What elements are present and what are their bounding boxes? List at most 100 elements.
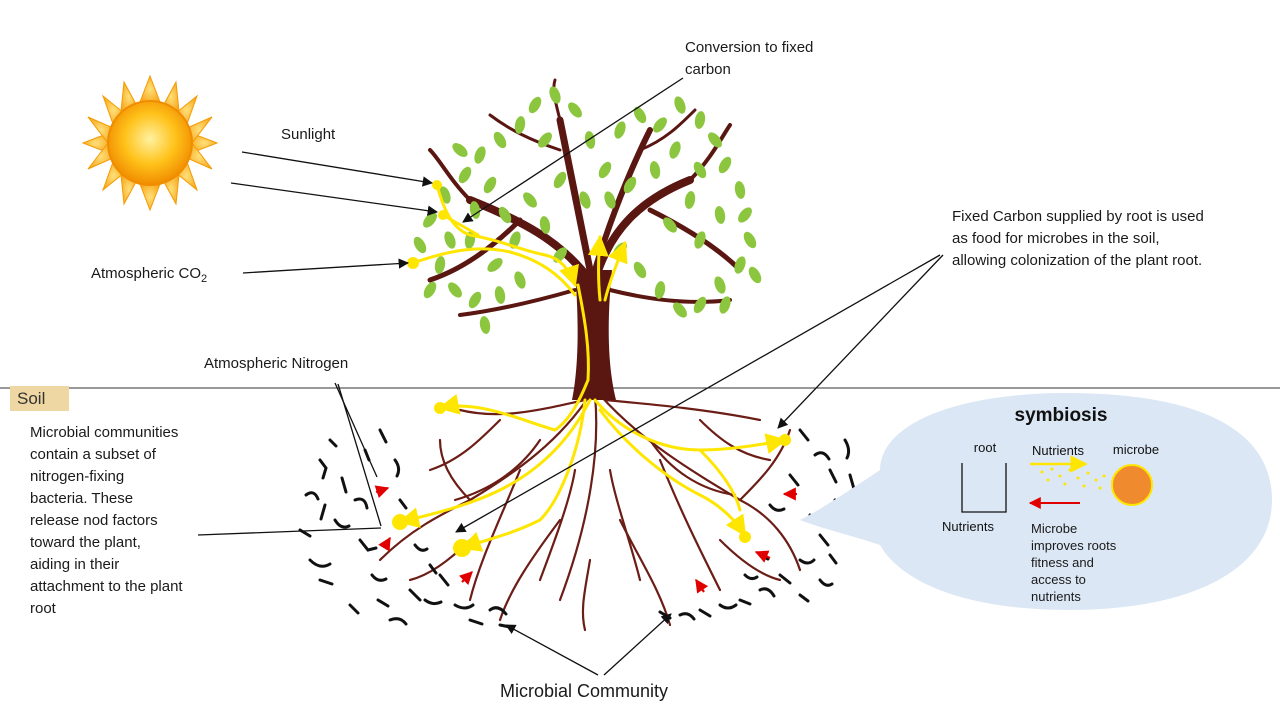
pointer-lines — [197, 77, 944, 676]
microbe-squiggle — [378, 428, 388, 444]
microbe-squiggle — [488, 606, 508, 616]
microbe-squiggle — [413, 543, 429, 552]
leaf — [514, 271, 526, 289]
leaf — [693, 161, 707, 179]
conversion-label: Conversion to fixed carbon — [685, 39, 814, 78]
microbe-squiggle — [778, 573, 792, 585]
leaf — [538, 132, 552, 148]
leaf — [474, 146, 486, 164]
microbe-squiggle — [468, 618, 484, 626]
microbe-squiggle — [843, 438, 851, 460]
microbe-squiggle — [818, 578, 834, 587]
symbiosis-root-label: root — [974, 440, 997, 455]
leaf — [413, 236, 427, 254]
leaf — [714, 276, 726, 294]
microbe-squiggle — [848, 473, 856, 491]
leaf — [738, 207, 752, 223]
microbe-squiggle — [818, 533, 830, 547]
leaf — [748, 266, 762, 284]
sun-icon — [81, 74, 219, 212]
leaf — [654, 281, 666, 299]
microbe-squiggle — [813, 451, 831, 461]
root-container-icon — [961, 463, 1007, 513]
microbe-squiggle — [798, 593, 810, 603]
microbe-squiggle — [340, 476, 348, 494]
microbe-squiggle — [698, 608, 712, 618]
microbe-squiggle — [319, 503, 327, 521]
flow-nodes — [392, 180, 791, 557]
leaf — [669, 141, 681, 159]
microbe-squiggle — [423, 598, 443, 606]
fixed-carbon-label: Fixed Carbon supplied by root is used as… — [952, 208, 1204, 269]
leaf — [584, 131, 596, 149]
leaf — [708, 132, 722, 148]
leaf — [633, 261, 647, 279]
soil-label: Soil — [10, 386, 69, 411]
microbe-squiggle — [328, 438, 338, 448]
microbe-squiggle — [768, 503, 786, 512]
microbe-squiggle — [353, 497, 369, 510]
leaf — [693, 296, 707, 314]
microbe-squiggles-left — [298, 428, 512, 629]
roots — [378, 393, 802, 632]
microbe-squiggle — [438, 573, 450, 587]
leaf — [448, 282, 462, 298]
leaf — [514, 116, 526, 134]
leaf — [452, 143, 468, 157]
leaf — [498, 206, 512, 224]
microbe-squiggle — [788, 473, 800, 487]
sunlight-label: Sunlight — [281, 126, 336, 143]
tree-leaves — [413, 86, 762, 334]
microbe-squiggle — [358, 538, 378, 552]
microbe-squiggle — [828, 468, 838, 484]
leaf — [649, 161, 661, 179]
tree-trunk — [572, 270, 616, 400]
leaf — [673, 302, 687, 318]
microbe-squiggle — [304, 491, 320, 501]
microbe-squiggle — [318, 458, 328, 480]
microbe-squiggle — [798, 558, 816, 565]
microbe-squiggle — [370, 573, 388, 582]
microbial-community-label: Microbial Community — [500, 681, 669, 701]
leaf — [509, 231, 521, 249]
microbe-squiggle — [453, 603, 475, 610]
leaf — [539, 216, 551, 234]
leaf — [734, 181, 746, 199]
microbe-squiggle — [743, 573, 759, 581]
leaf — [479, 316, 491, 334]
microbe-squiggle — [376, 598, 390, 608]
leaf — [458, 166, 472, 184]
microbe-squiggle — [718, 603, 738, 610]
leaf — [718, 156, 732, 174]
leaf — [694, 231, 706, 249]
leaf — [623, 176, 637, 194]
symbiosis-bubble: symbiosis root Nutrients microbe Nutrien… — [800, 392, 1272, 610]
leaf — [423, 281, 437, 299]
leaf — [694, 111, 706, 129]
microbe-squiggle — [408, 588, 422, 602]
leaf — [674, 96, 686, 114]
tree-branches — [427, 78, 743, 317]
leaf — [549, 86, 561, 104]
leaf — [719, 296, 731, 314]
leaf — [568, 102, 582, 118]
nitrogen-arrows — [374, 485, 797, 594]
leaf — [633, 106, 647, 124]
microbe-squiggle — [333, 518, 351, 529]
leaf — [653, 117, 667, 133]
leaf — [614, 121, 626, 139]
leaf — [434, 256, 446, 274]
microbe-icon — [1111, 464, 1153, 506]
leaf — [494, 286, 506, 304]
leaf — [523, 192, 537, 208]
microbe-squiggle — [678, 612, 696, 621]
microbe-squiggle — [758, 587, 776, 598]
leaf — [444, 231, 456, 249]
microbe-squiggle — [738, 598, 752, 606]
microbe-squiggle — [828, 553, 838, 565]
leaf — [663, 217, 677, 233]
leaf — [483, 176, 497, 194]
symbiosis-microbe-note: Microbe improves roots fitness and acces… — [1031, 521, 1117, 604]
microbe-squiggle — [388, 617, 408, 626]
